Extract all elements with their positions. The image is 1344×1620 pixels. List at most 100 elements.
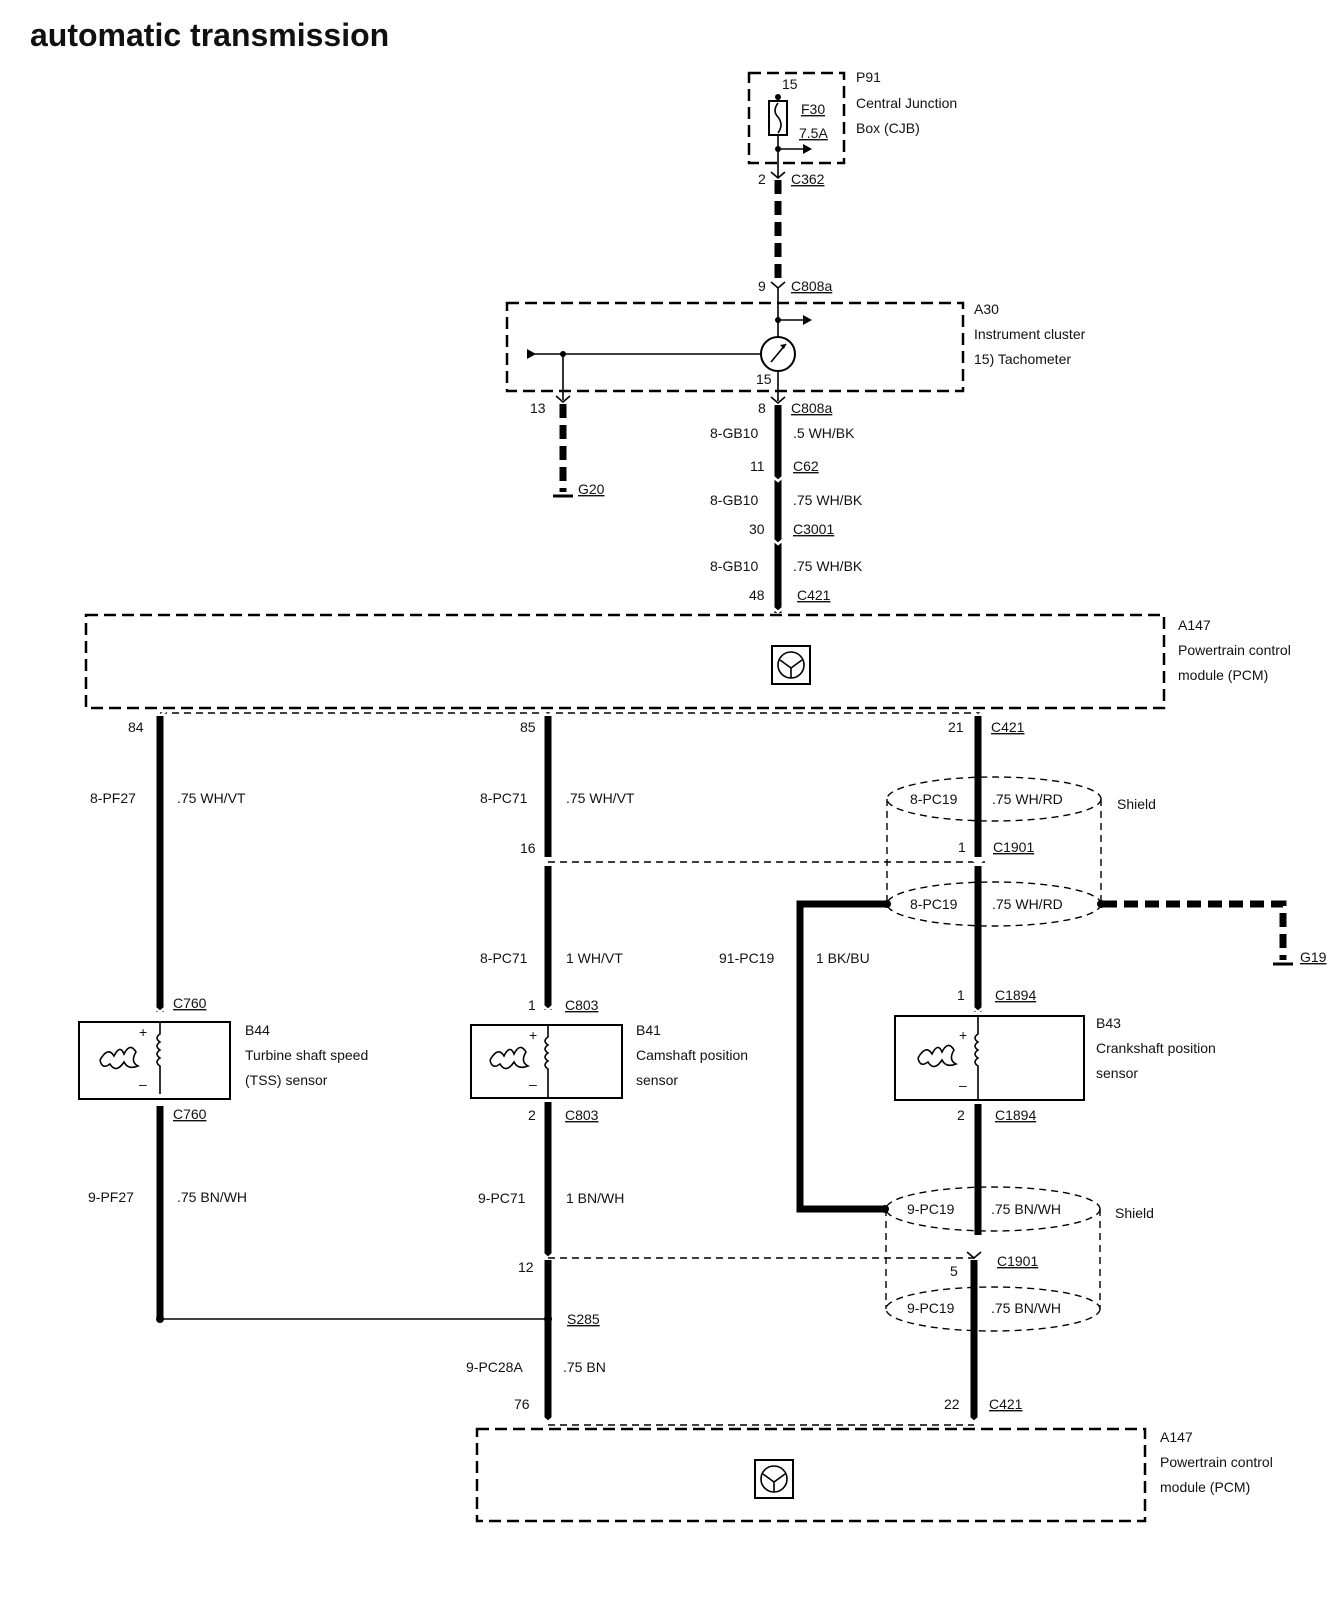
tachometer-input-arrow-icon	[527, 349, 536, 359]
pcm-bottom-name-line2: module (PCM)	[1160, 1479, 1250, 1495]
tss-plus: +	[139, 1024, 147, 1040]
wire-drain-spec: 1 BK/BU	[816, 950, 870, 966]
tachometer-pin: 15	[756, 371, 772, 387]
c1894-top-label: C1894	[995, 987, 1036, 1003]
shield-bottom-label: Shield	[1115, 1205, 1154, 1221]
c62-pin: 11	[750, 458, 765, 474]
cluster-tachometer-label: 15) Tachometer	[974, 351, 1071, 367]
camshaft-sensor: + – B41 Camshaft position sensor	[470, 1022, 748, 1099]
tss-coil-icon	[156, 1022, 162, 1094]
tss-name-line2: (TSS) sensor	[245, 1072, 328, 1088]
c1894-bottom-pin: 2	[957, 1107, 965, 1123]
fuse-element-icon	[774, 102, 782, 134]
c421-22-label: C421	[989, 1396, 1023, 1412]
wire-w3-circuit: 8-GB10	[710, 558, 758, 574]
g20-connector-icon	[555, 395, 571, 404]
wire-pc19-a-spec: .75 WH/RD	[992, 791, 1063, 807]
wire-pf27-bottom-circuit: 9-PF27	[88, 1189, 134, 1205]
camshaft-plus: +	[529, 1027, 537, 1043]
c803-top-label: C803	[565, 997, 599, 1013]
shield-bottom: Shield	[885, 1186, 1154, 1332]
wire-pc71-mid-spec: 1 WH/VT	[566, 950, 623, 966]
crankshaft-name-line1: Crankshaft position	[1096, 1040, 1216, 1056]
wire-pc19-a-circuit: 8-PC19	[910, 791, 958, 807]
pcm-bottom-id: A147	[1160, 1429, 1193, 1445]
crankshaft-name-line2: sensor	[1096, 1065, 1138, 1081]
c808a-bottom-label: C808a	[791, 400, 832, 416]
c760-top-connector-icon	[152, 1005, 168, 1014]
wire-drain-pc19	[796, 900, 885, 1213]
crankshaft-coil-icon	[974, 1016, 980, 1100]
c803-top-connector-icon	[540, 1003, 556, 1012]
c1894-bottom-label: C1894	[995, 1107, 1036, 1123]
c62-label: C62	[793, 458, 819, 474]
camshaft-coil-icon	[544, 1025, 550, 1098]
camshaft-id: B41	[636, 1022, 661, 1038]
pcm-top-transistor-icon	[779, 659, 803, 678]
pcm-bottom: A147 Powertrain control module (PCM)	[475, 1424, 1273, 1523]
c421-top-pin: 48	[749, 587, 765, 603]
wire-pf27-top-spec: .75 WH/VT	[177, 790, 246, 806]
fuse-name: F30	[801, 101, 825, 117]
c760-bottom-label: C760	[173, 1106, 207, 1122]
c1901-bottom-pin: 5	[950, 1263, 958, 1279]
pin-16: 16	[520, 840, 536, 856]
pin-76: 76	[514, 1396, 530, 1412]
instrument-cluster: 15 A30 Instrument cluster 15) Tachometer	[505, 288, 1086, 401]
crankshaft-plus: +	[959, 1027, 967, 1043]
page-title: automatic transmission	[30, 17, 389, 53]
wire-pc19-d-spec: .75 BN/WH	[991, 1300, 1061, 1316]
crankshaft-sensor-icon	[917, 1044, 958, 1068]
wire-pc19-c-circuit: 9-PC19	[907, 1201, 955, 1217]
tss-sensor: + – B44 Turbine shaft speed (TSS) sensor	[78, 1021, 368, 1100]
c803-top-pin: 1	[528, 997, 536, 1013]
c362-connector-icon	[770, 171, 786, 180]
crankshaft-minus: –	[959, 1077, 967, 1093]
wire-w1-circuit: 8-GB10	[710, 425, 758, 441]
pcm-bottom-transistor-icon	[762, 1473, 786, 1492]
camshaft-name-line2: sensor	[636, 1072, 678, 1088]
cjb-id: P91	[856, 69, 881, 85]
tss-id: B44	[245, 1022, 270, 1038]
c421-22-pin: 22	[944, 1396, 960, 1412]
tss-name-line1: Turbine shaft speed	[245, 1047, 368, 1063]
cjb-name-line1: Central Junction	[856, 95, 957, 111]
c1901-top-label: C1901	[993, 839, 1034, 855]
wire-w2-circuit: 8-GB10	[710, 492, 758, 508]
wire-w3-spec: .75 WH/BK	[793, 558, 863, 574]
wire-w2-spec: .75 WH/BK	[793, 492, 863, 508]
wire-pc19-b-circuit: 8-PC19	[910, 896, 958, 912]
wire-pf27-bottom-spec: .75 BN/WH	[177, 1189, 247, 1205]
pcm-top: A147 Powertrain control module (PCM)	[84, 613, 1291, 714]
c62-connector-icon	[770, 474, 786, 483]
g19-label: G19	[1300, 949, 1327, 965]
wire-pc19-d-circuit: 9-PC19	[907, 1300, 955, 1316]
drain-bottom-node	[881, 1205, 889, 1213]
fuse-rating: 7.5A	[799, 125, 828, 141]
pcm-top-id: A147	[1178, 617, 1211, 633]
pin-12: 12	[518, 1259, 534, 1275]
pcm-top-outline	[84, 613, 1166, 710]
c808a-top-connector-icon	[770, 281, 786, 290]
camshaft-minus: –	[529, 1076, 537, 1092]
pcm-bottom-name-line1: Powertrain control	[1160, 1454, 1273, 1470]
pin76-connector-icon	[540, 1415, 556, 1424]
wire-pc71-bottom-spec: 1 BN/WH	[566, 1190, 624, 1206]
cluster-id: A30	[974, 301, 999, 317]
c421-top-connector-icon	[770, 605, 786, 614]
cjb-name-line2: Box (CJB)	[856, 120, 920, 136]
c803-bottom-pin: 2	[528, 1107, 536, 1123]
s285-splice-node	[544, 1315, 552, 1323]
c362-pin: 2	[758, 171, 766, 187]
c421-21-label: C421	[991, 719, 1025, 735]
camshaft-sensor-icon	[489, 1046, 530, 1070]
c808a-top-label: C808a	[791, 278, 832, 294]
c1894-top-connector-icon	[970, 1005, 986, 1014]
c803-bottom-label: C803	[565, 1107, 599, 1123]
wire-pc71-top-circuit: 8-PC71	[480, 790, 528, 806]
cjb-outline	[747, 71, 846, 165]
central-junction-box: 15 F30 7.5A P91 Central Junction Box (CJ…	[747, 69, 957, 178]
c362-label: C362	[791, 171, 825, 187]
